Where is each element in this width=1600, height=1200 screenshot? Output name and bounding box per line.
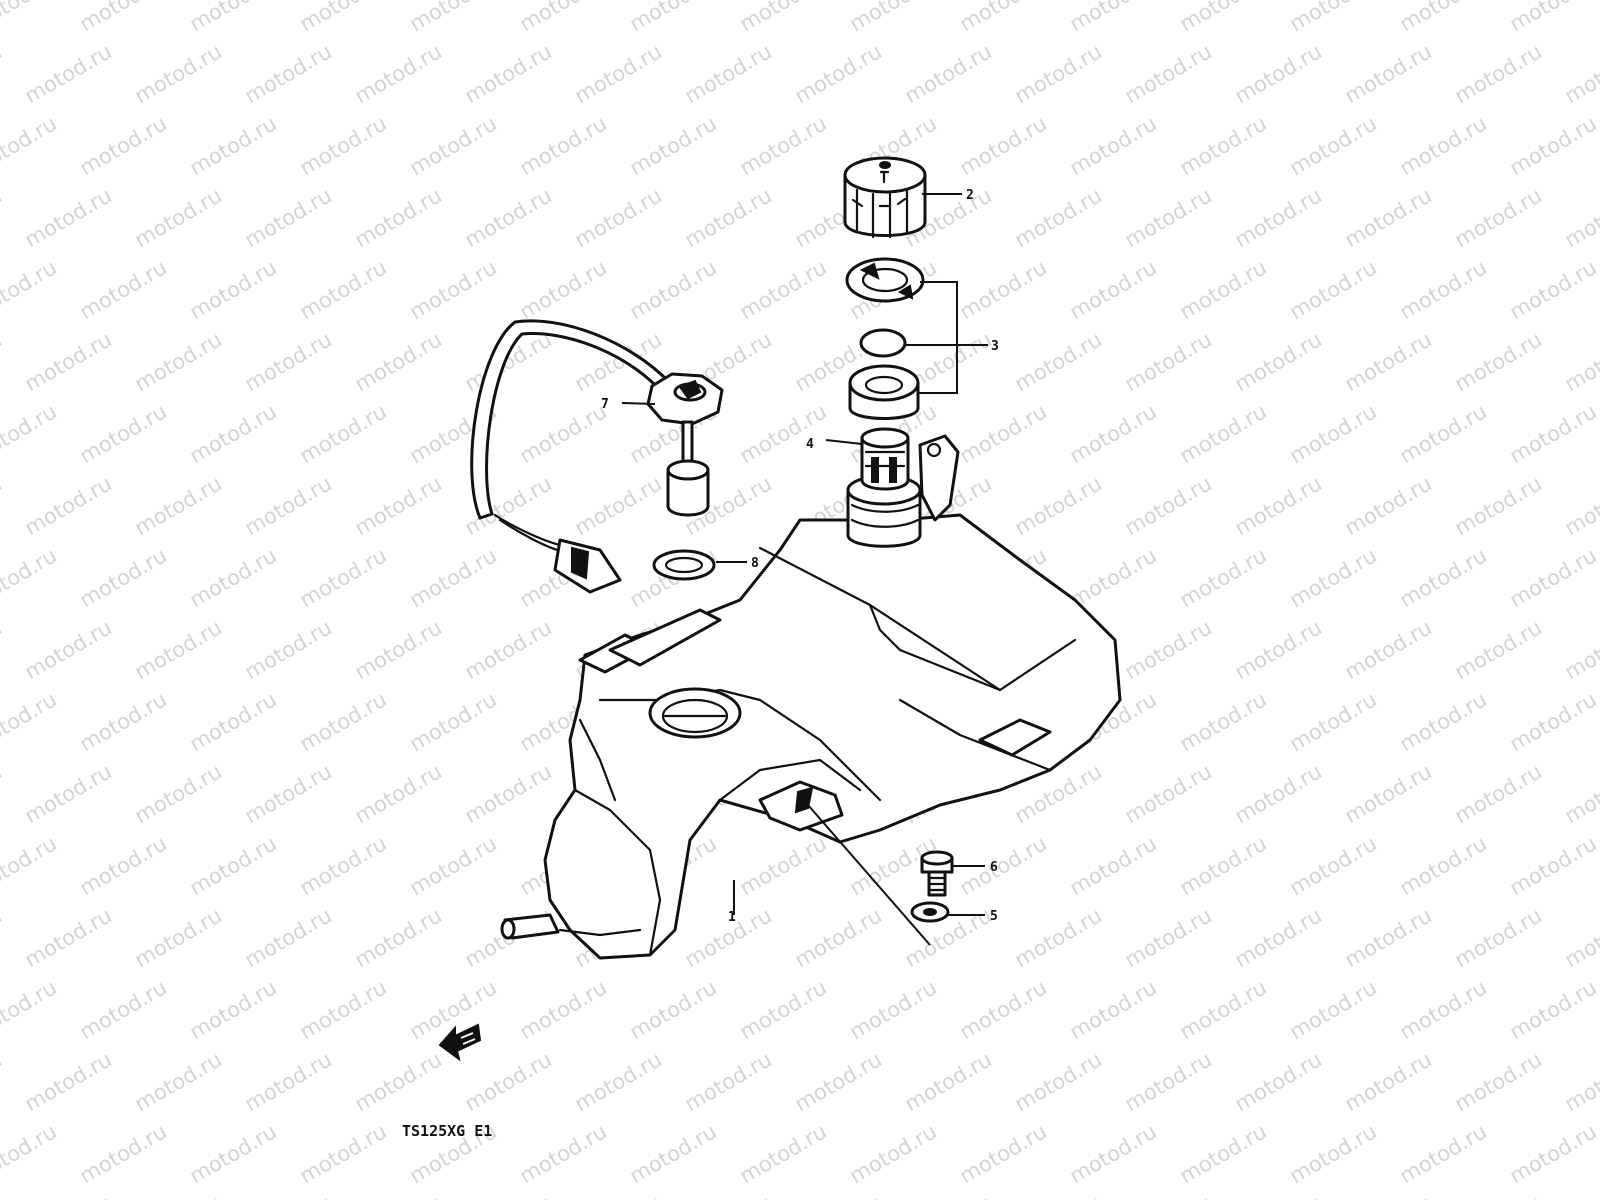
callout-7: 7 (601, 397, 609, 412)
callout-5: 5 (990, 909, 998, 924)
model-code: TS125XG E1 (402, 1122, 492, 1140)
bolt (920, 850, 954, 897)
fuel-level-gauge (470, 319, 724, 594)
filler-neck (860, 427, 910, 491)
cap-gasket-set (845, 257, 925, 420)
fuel-tank (500, 434, 1122, 960)
callout-4: 4 (806, 437, 814, 452)
front-direction-arrow-icon (438, 1023, 482, 1062)
callout-6: 6 (990, 860, 998, 875)
gauge-gasket (652, 549, 716, 581)
callout-1: 1 (728, 910, 736, 925)
leader-lines (621, 193, 988, 946)
callout-3: 3 (991, 339, 999, 354)
washer (910, 901, 950, 923)
callout-2: 2 (966, 188, 974, 203)
fuel-cap (843, 156, 927, 239)
callout-labels: 1 2 3 4 5 6 7 8 (601, 188, 999, 925)
callout-8: 8 (751, 556, 759, 571)
